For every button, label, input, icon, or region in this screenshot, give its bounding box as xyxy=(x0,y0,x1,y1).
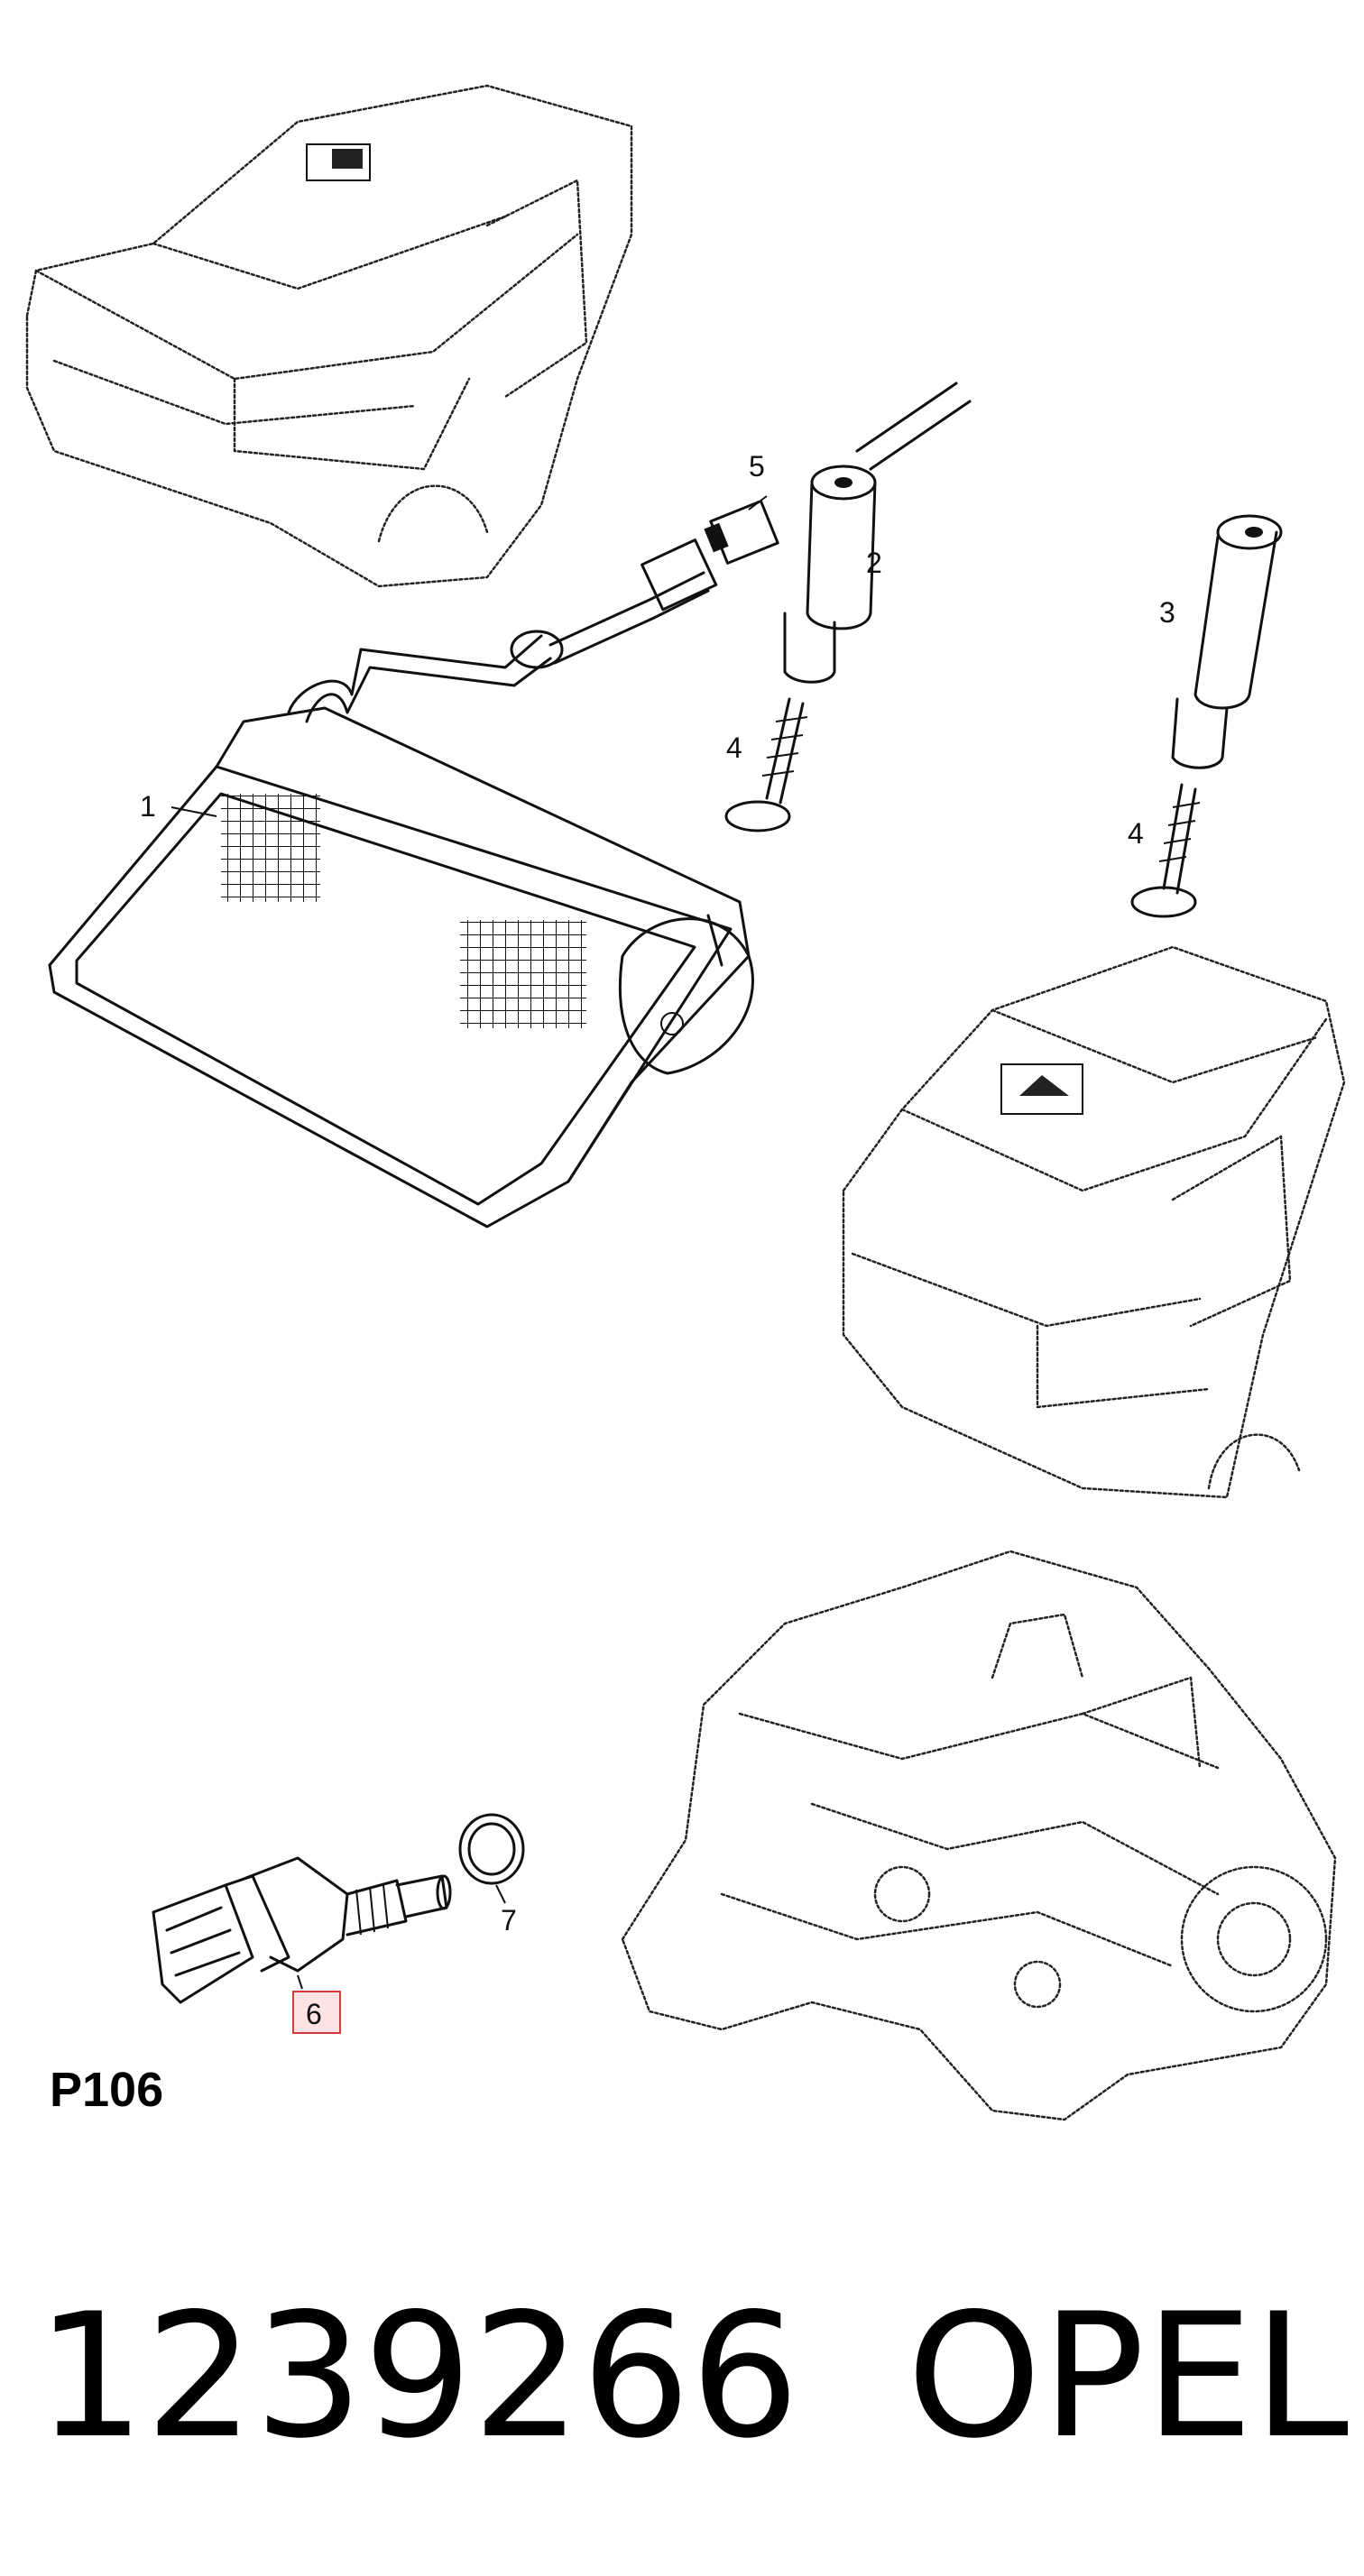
brake-light-housing xyxy=(48,538,754,1228)
brand-name: OPEL xyxy=(907,2277,1349,2476)
sensor-switch-part-6 xyxy=(152,1856,452,2004)
leader-lines xyxy=(170,495,768,1990)
callout-6-highlight xyxy=(292,1991,341,2034)
callout-2: 2 xyxy=(866,547,882,579)
callout-1: 1 xyxy=(140,790,156,823)
callout-7: 7 xyxy=(501,1904,517,1937)
callout-3: 3 xyxy=(1159,596,1175,629)
hatchback-rear-illustration xyxy=(842,945,1346,1499)
connector-part xyxy=(704,500,779,565)
callout-4-right: 4 xyxy=(1128,817,1144,850)
gearbox-illustration xyxy=(621,1550,1337,2121)
screw-part-4-right xyxy=(1130,783,1201,918)
callout-6: 6 xyxy=(306,1998,322,2030)
o-ring-part-7 xyxy=(458,1813,525,1885)
page-id: P106 xyxy=(50,2063,163,2117)
wire xyxy=(855,382,958,453)
callout-5: 5 xyxy=(749,450,765,483)
cylinder-part-3 xyxy=(1171,514,1283,769)
part-number: 1239266 xyxy=(36,2277,799,2476)
sedan-rear-illustration xyxy=(25,84,633,588)
wire-2 xyxy=(869,400,972,471)
screw-part-4-left xyxy=(724,697,808,833)
cylinder-part-2 xyxy=(783,465,877,684)
callout-4-left: 4 xyxy=(726,731,742,764)
